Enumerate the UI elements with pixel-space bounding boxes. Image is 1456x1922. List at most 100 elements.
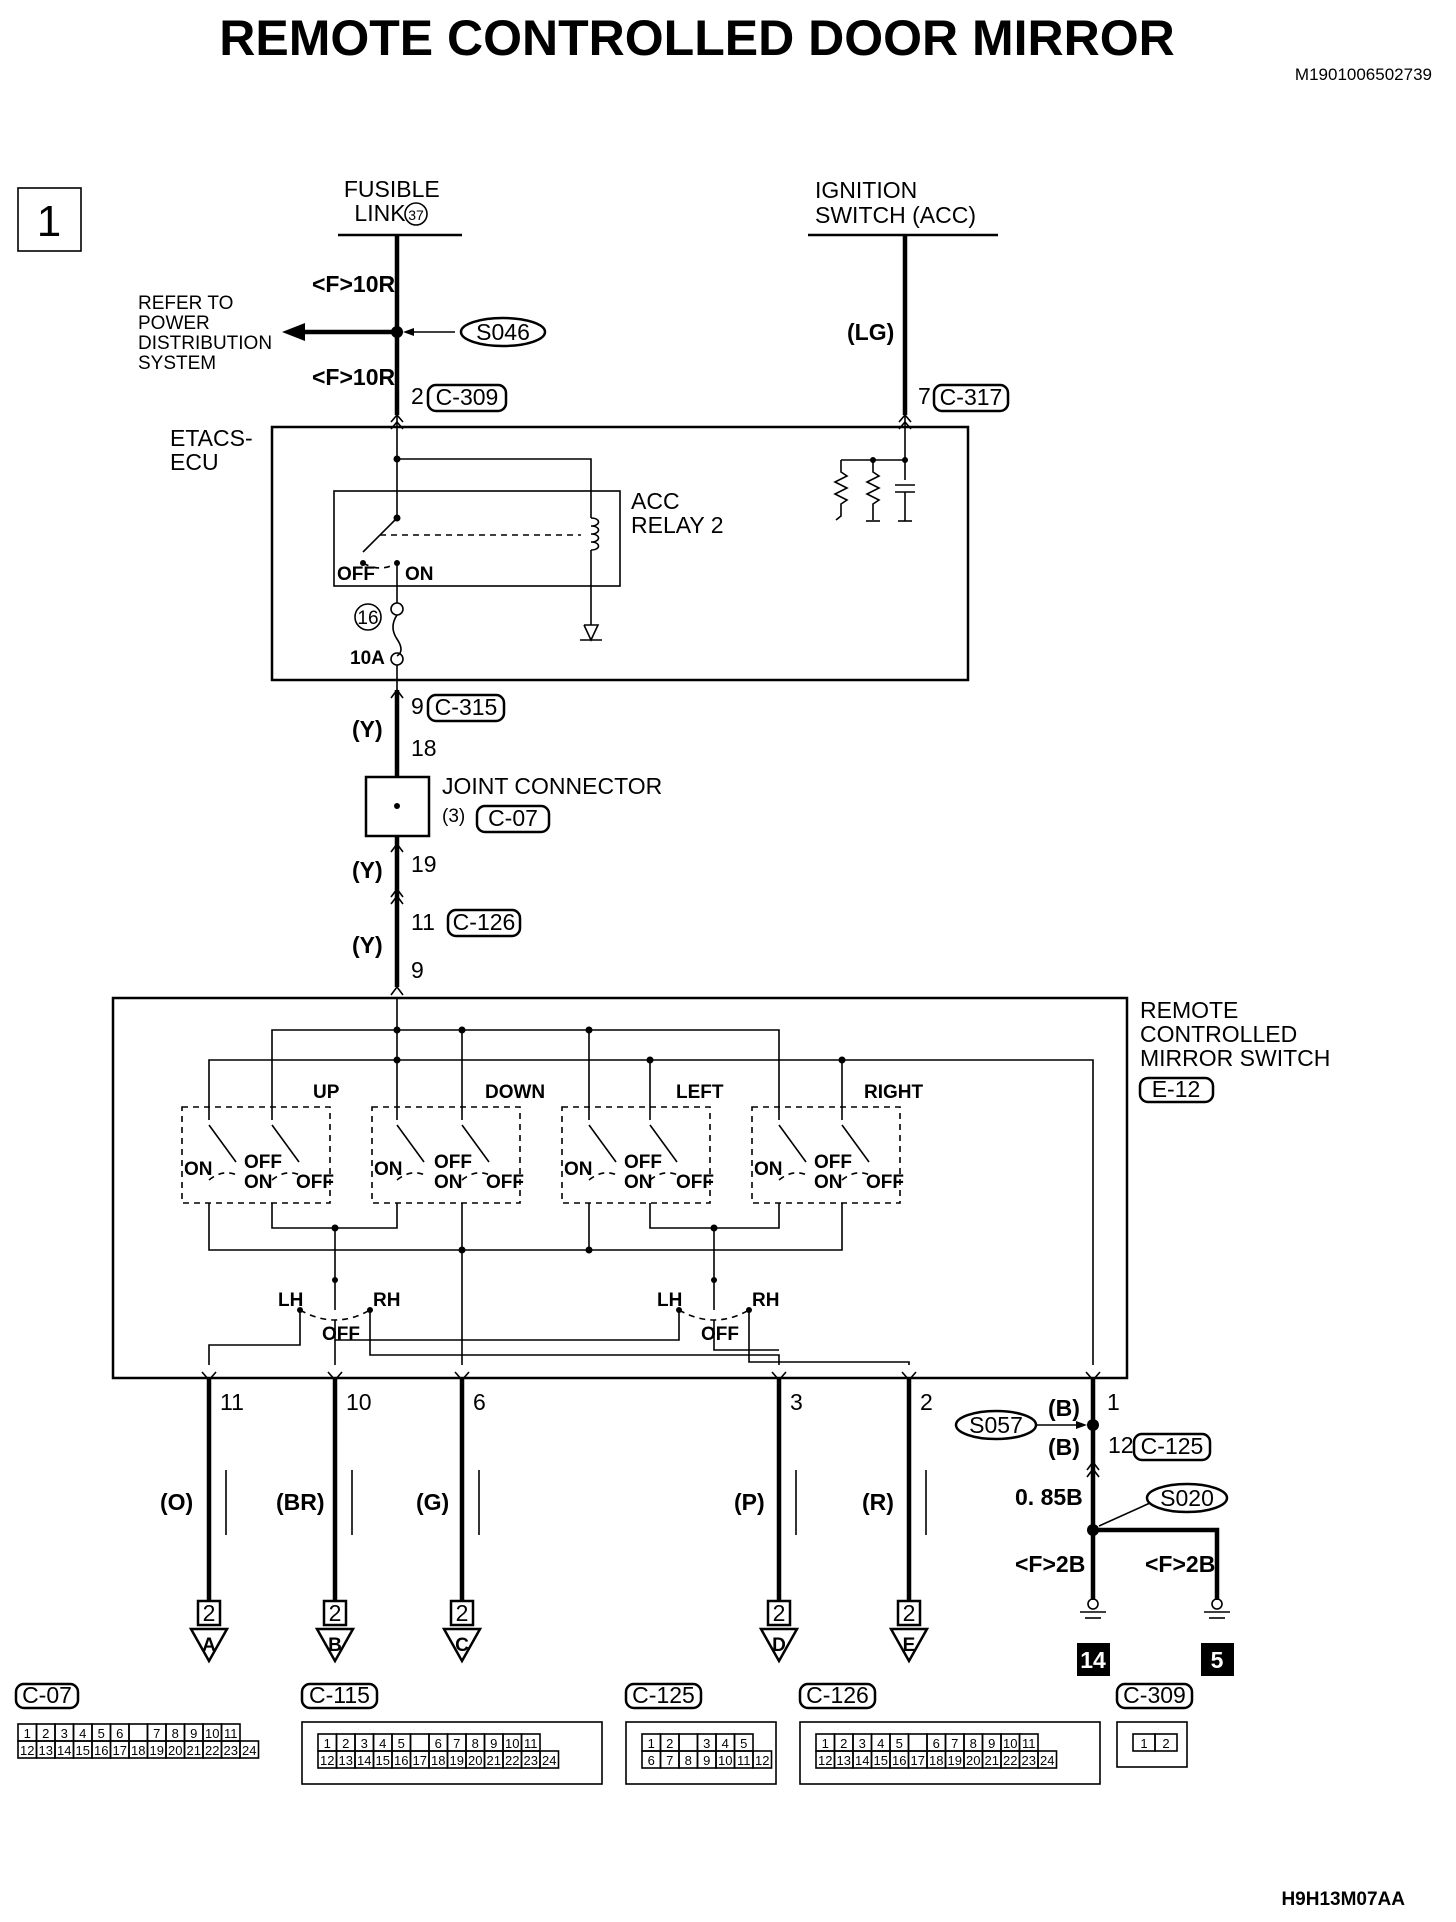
fuse-icon xyxy=(392,614,402,657)
right-arc2 xyxy=(841,1172,873,1181)
out-b-dest: B xyxy=(328,1635,342,1656)
page-number: 1 xyxy=(37,197,61,246)
relay-coil-icon xyxy=(590,517,600,551)
face-c115-pin-label: 16 xyxy=(394,1753,408,1768)
relay-off-label: OFF xyxy=(337,564,375,585)
up-arc2 xyxy=(271,1172,303,1181)
face-c07-pin-label: 24 xyxy=(242,1743,256,1758)
face-c07-pin-label: 18 xyxy=(131,1743,145,1758)
gnd-085b: 0. 85B xyxy=(1015,1484,1083,1510)
y-wire-label-1: (Y) xyxy=(352,716,383,742)
gnd-left-terminal xyxy=(1087,1598,1099,1610)
face-c115-pin-label: 21 xyxy=(487,1753,501,1768)
c309-box xyxy=(426,383,508,413)
out-c-dest-icon xyxy=(441,1627,483,1664)
bus-a xyxy=(271,1029,780,1120)
face-c07-pin-label: 13 xyxy=(39,1743,53,1758)
y-wire-label-2: (Y) xyxy=(352,857,383,883)
out-e-conn: 2 xyxy=(903,1600,916,1626)
c07-out-pin-mark xyxy=(390,842,404,853)
sel-r-off-out xyxy=(713,1320,779,1351)
face-c126-pin xyxy=(907,1733,928,1752)
right-on-1: ON xyxy=(754,1159,783,1180)
s020-pointer xyxy=(1098,1502,1151,1527)
face-c126-pin-label: 17 xyxy=(911,1753,925,1768)
sel-r-off: OFF xyxy=(701,1324,739,1345)
face-c126-pin-label: 6 xyxy=(933,1736,940,1751)
face-c125-pin-label: 9 xyxy=(703,1753,710,1768)
face-c115-pin-label: 23 xyxy=(524,1753,538,1768)
down-off-1: OFF xyxy=(434,1152,472,1173)
face-c115-pin-label: 7 xyxy=(453,1736,460,1751)
face-c126-pin-label: 16 xyxy=(892,1753,906,1768)
sel-r-top-dot xyxy=(711,1277,717,1283)
right-off-2: OFF xyxy=(866,1172,904,1193)
etacs-ecu-box xyxy=(270,425,970,682)
face-c309-badge xyxy=(1115,1682,1194,1710)
gnd-b-upper: (B) xyxy=(1048,1395,1080,1421)
out-b-conn: 2 xyxy=(329,1600,342,1626)
output-a: 11 (O) 2 A xyxy=(160,1371,244,1664)
fuse-rating: 10A xyxy=(350,648,385,669)
bus-e xyxy=(208,1203,843,1251)
left-off-2: OFF xyxy=(676,1172,714,1193)
output-c: 6 (G) 2 C xyxy=(416,1371,486,1664)
face-c115-pin-label: 3 xyxy=(361,1736,368,1751)
splice-s020-label: S020 xyxy=(1160,1485,1214,1511)
face-c115-name: C-115 xyxy=(309,1682,370,1708)
face-c125-pin-label: 1 xyxy=(648,1736,655,1751)
up-on-2: ON xyxy=(244,1172,273,1193)
face-c125-name: C-125 xyxy=(632,1682,695,1708)
out-a-color: (O) xyxy=(160,1489,193,1515)
joint-connector-dot xyxy=(394,803,400,809)
c317-pin: 7 xyxy=(918,383,931,409)
face-c115-pin-label: 15 xyxy=(376,1753,390,1768)
ground-14-box xyxy=(1077,1643,1110,1676)
face-c115-pin-label: 19 xyxy=(450,1753,464,1768)
refer-arrow-icon xyxy=(282,323,305,341)
switch-section-down: DOWN ON OFF ON OFF xyxy=(371,1082,545,1204)
face-c309-frame xyxy=(1116,1721,1188,1768)
face-c115-pin-label: 9 xyxy=(490,1736,497,1751)
face-c115-pin xyxy=(539,1750,560,1769)
c309-pin: 2 xyxy=(411,383,424,409)
down-on-2: ON xyxy=(434,1172,463,1193)
out-a-conn-box xyxy=(196,1599,222,1627)
face-c115-pin-label: 10 xyxy=(505,1736,519,1751)
face-c125-pin-label: 11 xyxy=(737,1753,751,1768)
gnd-f2b-right: <F>2B xyxy=(1145,1551,1215,1577)
face-c115-pin-label: 8 xyxy=(472,1736,479,1751)
c315-box xyxy=(426,693,506,723)
bus-d xyxy=(649,1203,780,1229)
face-c126-pin-label: 9 xyxy=(988,1736,995,1751)
c317-box xyxy=(932,383,1010,413)
face-c07-pin-label: 7 xyxy=(153,1726,160,1741)
out-d-dest: D xyxy=(772,1635,786,1656)
face-c126-pin xyxy=(1037,1750,1058,1769)
switch-section-up: UP ON OFF ON OFF xyxy=(181,1082,340,1204)
c126-box xyxy=(446,908,522,938)
face-c115-pin-label: 14 xyxy=(357,1753,371,1768)
down-on-1: ON xyxy=(374,1159,403,1180)
sel-l-off: OFF xyxy=(322,1324,360,1345)
splice-s057-label: S057 xyxy=(969,1412,1023,1438)
out-e-dest-icon xyxy=(888,1627,930,1664)
c126-pin-mark2 xyxy=(390,894,404,905)
ground-14: 14 xyxy=(1080,1647,1106,1673)
right-on-2: ON xyxy=(814,1172,843,1193)
relay-ground-icon xyxy=(583,624,600,642)
sel-l-arc xyxy=(299,1309,371,1321)
c125-pin: 12 xyxy=(1108,1432,1134,1458)
right-section-box xyxy=(751,1106,901,1204)
output-e: 2 (R) 2 E xyxy=(862,1371,933,1664)
face-c07-pin xyxy=(239,1740,260,1759)
face-c126-pin-label: 10 xyxy=(1003,1736,1017,1751)
splice-s020-oval xyxy=(1145,1482,1229,1514)
sel-l-lh: LH xyxy=(278,1290,303,1311)
face-c125-pin-label: 6 xyxy=(648,1753,655,1768)
relay-throw-arc xyxy=(362,562,398,569)
fuse-number: 16 xyxy=(357,608,378,629)
face-c126-pin-label: 13 xyxy=(837,1753,851,1768)
face-c07-pin-label: 14 xyxy=(57,1743,71,1758)
ground-5-box xyxy=(1201,1643,1234,1676)
